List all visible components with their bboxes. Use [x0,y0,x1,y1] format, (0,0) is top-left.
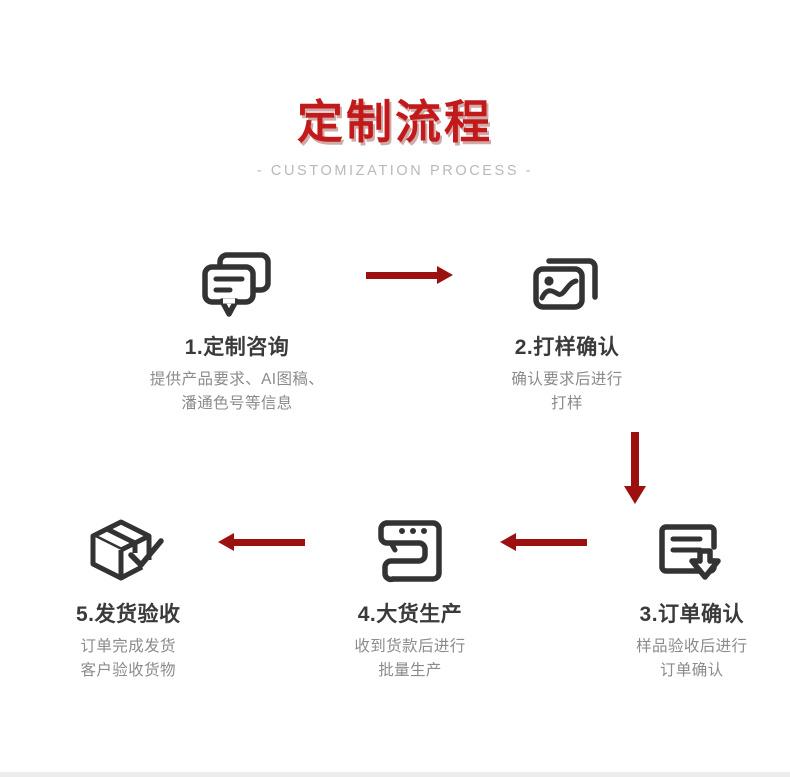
step-description-line1: 样品验收后进行 [636,638,748,656]
step-title: 1.定制咨询 [184,336,290,359]
arrow-left-icon [218,533,306,551]
sewing-machine-icon [312,505,508,597]
step-description-line2: 订单确认 [659,662,724,680]
process-step-5: 5.发货验收 订单完成发货 客户验收货物 [30,505,226,683]
chat-bubbles-icon [122,238,352,330]
arrow-step1-to-step2 [352,238,453,416]
document-download-icon [594,505,790,597]
step-title: 5.发货验收 [75,603,181,626]
step-description-line1: 确认要求后进行 [511,371,623,389]
arrow-step4-to-step5 [218,505,311,683]
step-description: 样品验收后进行 订单确认 [594,635,790,683]
arrow-step2-to-step3 [623,432,646,504]
section-header: 定制流程 - CUSTOMIZATION PROCESS - [0,96,790,179]
page-title: 定制流程 [297,96,493,148]
step-description: 提供产品要求、AI图稿、 潘通色号等信息 [122,368,352,416]
image-frames-icon [452,238,682,330]
step-title: 4.大货生产 [357,603,463,626]
page-subtitle: - CUSTOMIZATION PROCESS - [256,162,534,179]
step-description-line2: 批量生产 [378,662,442,680]
step-description-line1: 提供产品要求、AI图稿、 [149,371,325,389]
process-step-4: 4.大货生产 收到货款后进行 批量生产 [312,505,508,683]
step-description-line2: 打样 [551,395,583,413]
process-step-2: 2.打样确认 确认要求后进行 打样 [452,238,682,416]
process-row-bottom: 5.发货验收 订单完成发货 客户验收货物 4.大货生产 [0,505,790,683]
step-title: 2.打样确认 [514,336,620,359]
arrow-step3-to-step4 [499,505,593,683]
process-step-1: 1.定制咨询 提供产品要求、AI图稿、 潘通色号等信息 [122,238,352,416]
step-description-line1: 订单完成发货 [80,638,176,656]
arrow-right-icon [366,266,453,284]
box-check-icon [30,505,226,597]
step-description: 收到货款后进行 批量生产 [312,635,508,683]
process-row-top: 1.定制咨询 提供产品要求、AI图稿、 潘通色号等信息 2.打样确认 确认要求后… [0,238,790,416]
process-step-3: 3.订单确认 样品验收后进行 订单确认 [594,505,790,683]
step-description-line1: 收到货款后进行 [354,638,466,656]
arrow-left-icon [499,533,587,551]
footer-divider [0,772,790,777]
step-description: 订单完成发货 客户验收货物 [30,635,226,683]
step-description-line2: 潘通色号等信息 [181,395,293,413]
step-title: 3.订单确认 [639,603,745,626]
step-description: 确认要求后进行 打样 [452,368,682,416]
step-description-line2: 客户验收货物 [80,662,176,680]
